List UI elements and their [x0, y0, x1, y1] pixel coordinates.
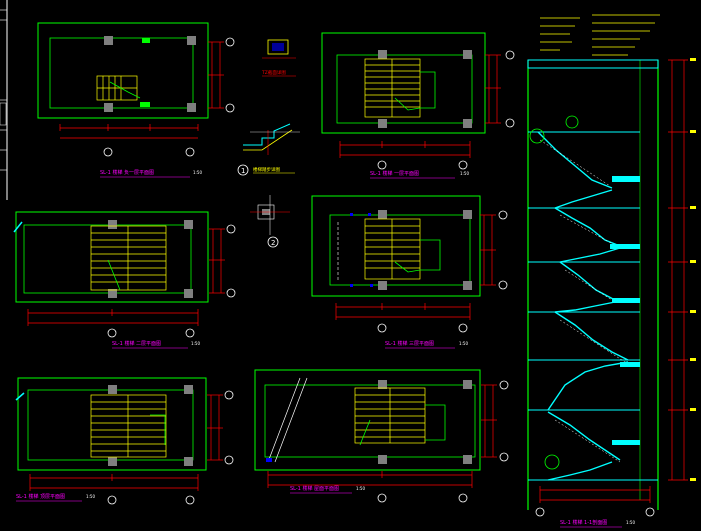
stair-section-1-1[interactable]: SL-1 楼梯 1-1剖面图 1:50 — [527, 14, 696, 528]
plan-caption: SL-1 楼梯 三层平面图 — [385, 340, 434, 347]
plan-caption: SL-1 楼梯 屋面平面图 — [290, 485, 339, 492]
stair-plan-6[interactable]: SL-1 楼梯 屋面平面图 1:50 — [254, 369, 509, 503]
left-title-strip — [0, 0, 8, 200]
stair-plan-2[interactable]: SL-1 楼梯 一层平面图 1:50 — [321, 32, 515, 179]
plan-scale: 1:50 — [460, 171, 469, 176]
plan-scale: 1:50 — [191, 341, 200, 346]
detail-2[interactable]: 2 — [250, 195, 290, 248]
stair-plan-3[interactable]: SL-1 楼梯 二层平面图 1:50 — [13, 211, 236, 349]
plan-scale: 1:50 — [459, 341, 468, 346]
section-caption: SL-1 楼梯 1-1剖面图 — [560, 519, 607, 526]
plan-caption: SL-1 楼梯 二层平面图 — [112, 340, 161, 347]
detail-number: 2 — [271, 239, 275, 247]
detail-caption: TZ截面详图 — [261, 69, 286, 76]
detail-stair-step[interactable]: 1 楼梯踏步详图 — [237, 123, 300, 176]
plan-caption: SL-1 楼梯 顶层平面图 — [16, 493, 65, 500]
detail-tz-section[interactable]: TZ截面详图 — [261, 39, 296, 77]
plan-scale: 1:50 — [86, 494, 95, 499]
plan-caption: SL-1 楼梯 一层平面图 — [370, 170, 419, 177]
plan-scale: 1:50 — [356, 486, 365, 491]
stair-plan-4[interactable]: SL-1 楼梯 三层平面图 1:50 — [311, 195, 508, 349]
section-scale: 1:50 — [626, 520, 635, 525]
stair-plan-1[interactable]: SL-1 楼梯 负一层平面图 1:50 — [37, 22, 235, 178]
plan-scale: 1:50 — [193, 170, 202, 175]
section-notes — [540, 14, 660, 56]
plan-caption: SL-1 楼梯 负一层平面图 — [100, 169, 154, 176]
stair-plan-5[interactable]: SL-1 楼梯 顶层平面图 1:50 — [15, 377, 234, 505]
detail-caption: 楼梯踏步详图 — [253, 166, 280, 173]
detail-number: 1 — [241, 167, 245, 175]
column — [104, 36, 196, 112]
